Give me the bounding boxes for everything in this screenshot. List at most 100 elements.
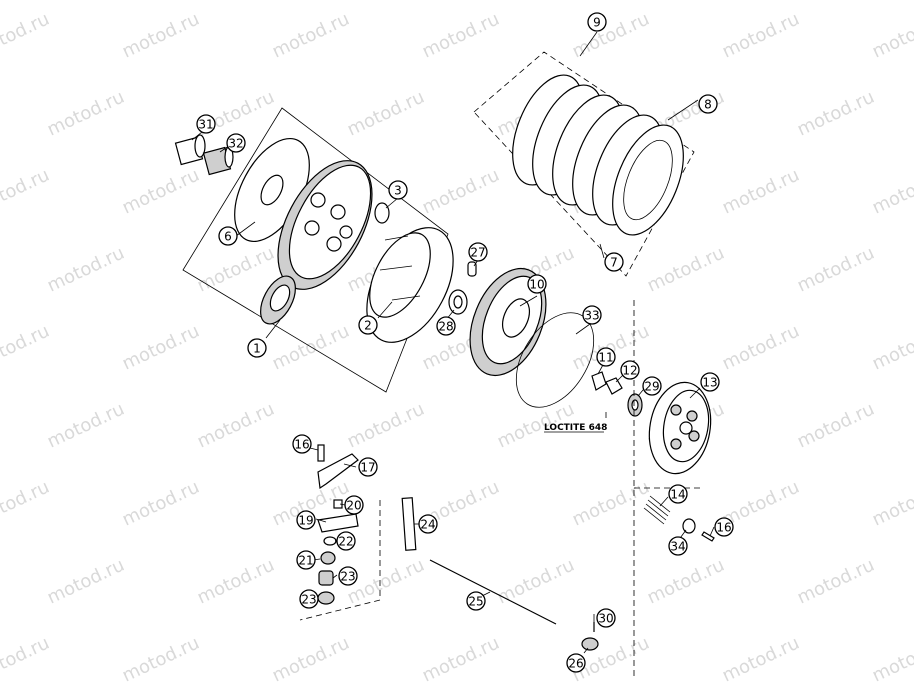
callout-number: 29: [644, 380, 659, 394]
callout-number: 1: [253, 342, 261, 356]
callout-circle: [698, 94, 718, 114]
watermark-text: motod.ru: [269, 633, 353, 686]
callout-33: 33: [582, 305, 602, 325]
callout-circle: [596, 347, 616, 367]
axis-dash-left: [299, 500, 381, 621]
watermark-text: motod.ru: [0, 633, 53, 686]
watermark-text: motod.ru: [794, 555, 878, 609]
watermark-text: motod.ru: [269, 321, 353, 375]
watermark-text: motod.ru: [644, 243, 728, 297]
part-34-washer: [682, 518, 696, 534]
callout-circle: [196, 114, 216, 134]
callout-circle: [466, 591, 486, 611]
frame-gear-basket: [182, 107, 449, 393]
callout-2: 2: [358, 315, 378, 335]
callout-23: 23: [338, 566, 358, 586]
callout-number: 3: [394, 184, 402, 198]
callout-number: 7: [610, 256, 618, 270]
watermark-text: motod.ru: [719, 165, 803, 219]
callout-23: 23: [299, 589, 319, 609]
callout-circle: [604, 252, 624, 272]
watermark-text: motod.ru: [194, 243, 278, 297]
watermark-text: motod.ru: [419, 9, 503, 63]
watermark-text: motod.ru: [344, 399, 428, 453]
part-16-bolt-right: [701, 531, 715, 542]
frame-clutch-plates: [473, 51, 695, 277]
part-23-seal-2: [317, 591, 335, 605]
part-28-washer: [448, 289, 468, 315]
callout-circle: [436, 316, 456, 336]
callout-number: 24: [420, 518, 435, 532]
callout-circle: [700, 372, 720, 392]
callout-layer: 1236789101112131416161719202122232324252…: [196, 12, 734, 673]
watermark-text: motod.ru: [44, 243, 128, 297]
part-21-bushing: [320, 551, 336, 565]
callout-number: 31: [198, 118, 213, 132]
callout-number: 12: [622, 364, 637, 378]
watermark-text: motod.ru: [719, 321, 803, 375]
callout-31: 31: [196, 114, 216, 134]
clutch-plate-stack: [512, 74, 684, 236]
callout-circle: [344, 495, 364, 515]
callout-circle: [566, 653, 586, 673]
watermark-text: motod.ru: [794, 87, 878, 141]
callout-number: 22: [338, 535, 353, 549]
callout-22: 22: [336, 531, 356, 551]
watermark-text: motod.ru: [794, 243, 878, 297]
callout-3: 3: [388, 180, 408, 200]
part-24-release-shaft: [401, 497, 417, 551]
watermark-text: motod.ru: [569, 477, 653, 531]
watermark-text: motod.ru: [119, 321, 203, 375]
callout-circle: [527, 274, 547, 294]
callout-number: 11: [598, 351, 613, 365]
watermark-text: motod.ru: [119, 633, 203, 686]
callout-circle: [582, 305, 602, 325]
callout-30: 30: [596, 608, 616, 628]
callout-number: 14: [670, 488, 685, 502]
callout-14: 14: [668, 484, 688, 504]
callout-number: 9: [593, 16, 601, 30]
watermark-text: motod.ru: [719, 9, 803, 63]
part-16-bolt-left: [317, 444, 325, 462]
part-3-ring: [374, 202, 390, 224]
callout-circle: [338, 566, 358, 586]
callout-17: 17: [358, 457, 378, 477]
callout-19: 19: [296, 510, 316, 530]
callout-13: 13: [700, 372, 720, 392]
callout-number: 2: [364, 319, 372, 333]
watermark-text: motod.ru: [0, 165, 53, 219]
watermark-text: motod.ru: [419, 633, 503, 686]
callout-number: 23: [340, 570, 355, 584]
watermark-text: motod.ru: [119, 477, 203, 531]
callout-circle: [596, 608, 616, 628]
callout-27: 27: [468, 242, 488, 262]
watermark-text: motod.ru: [194, 399, 278, 453]
watermark-text: motod.ru: [44, 555, 128, 609]
part-17-release-lever: [317, 453, 359, 490]
callout-number: 8: [704, 98, 712, 112]
callout-circle: [226, 133, 246, 153]
callout-number: 16: [716, 521, 731, 535]
callout-12: 12: [620, 360, 640, 380]
part-13-pressure-plate: [648, 381, 712, 475]
callout-circle: [388, 180, 408, 200]
callout-20: 20: [344, 495, 364, 515]
callout-circle: [358, 315, 378, 335]
callout-11: 11: [596, 347, 616, 367]
callout-number: 26: [568, 657, 583, 671]
callout-25: 25: [466, 591, 486, 611]
part-19-gasket: [317, 513, 359, 533]
callout-number: 30: [598, 612, 613, 626]
callout-circle: [358, 457, 378, 477]
watermark-text: motod.ru: [869, 477, 914, 531]
callout-number: 27: [470, 246, 485, 260]
part-1-pinion: [260, 275, 296, 325]
callout-circle: [620, 360, 640, 380]
callout-circle: [642, 376, 662, 396]
callout-number: 21: [298, 554, 313, 568]
callout-number: 19: [298, 514, 313, 528]
part-2-clutch-basket: [366, 227, 454, 343]
callout-number: 34: [670, 540, 685, 554]
watermark-text: motod.ru: [569, 321, 653, 375]
